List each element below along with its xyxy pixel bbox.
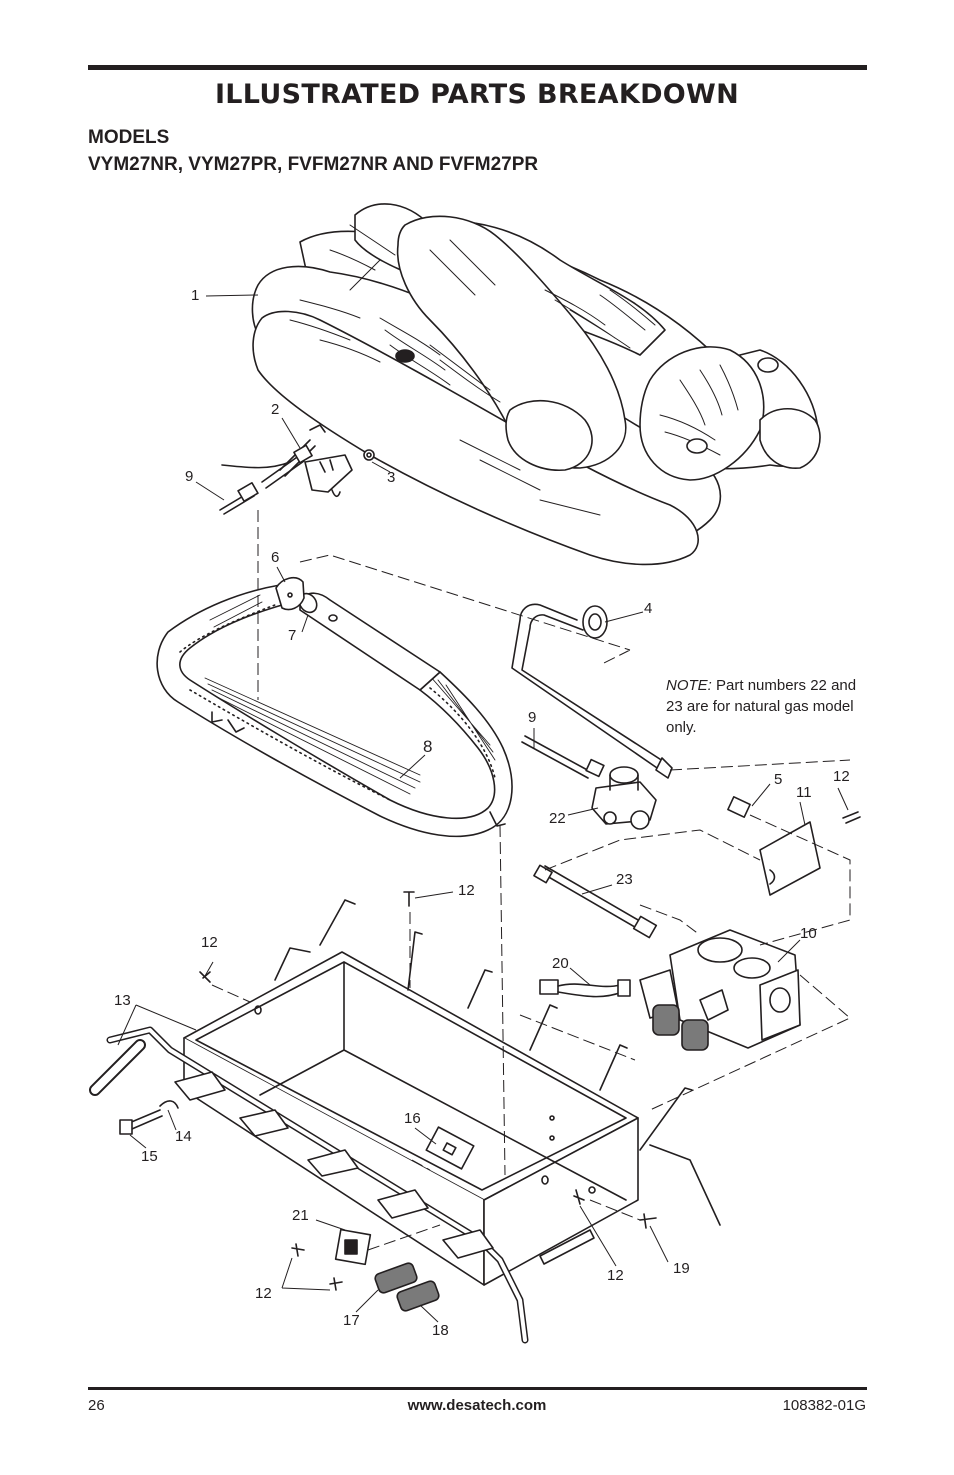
callout-label: 12 xyxy=(833,768,850,785)
page-title: ILLUSTRATED PARTS BREAKDOWN xyxy=(214,79,740,110)
callout-label: 16 xyxy=(404,1110,421,1127)
pilot-assembly-illustration xyxy=(219,424,375,515)
page-number: 26 xyxy=(88,1397,105,1414)
top-rule xyxy=(88,65,867,70)
callout-label: 6 xyxy=(271,549,279,566)
models-list: VYM27NR, VYM27PR, FVFM27NR AND FVFM27PR xyxy=(88,154,539,175)
callout-label: 19 xyxy=(673,1260,690,1277)
callout-label: 18 xyxy=(432,1322,449,1339)
callout-label: 17 xyxy=(343,1312,360,1329)
callout-label: 9 xyxy=(185,468,193,485)
callout-label: 10 xyxy=(800,925,817,942)
callout-label: 12 xyxy=(458,882,475,899)
callout-label: 13 xyxy=(114,992,131,1009)
callout-label: 12 xyxy=(607,1267,624,1284)
bracket-illustration xyxy=(759,811,861,896)
callout-label: 12 xyxy=(201,934,218,951)
wire-harness-illustration xyxy=(539,979,631,998)
website-link[interactable]: www.desatech.com xyxy=(407,1397,547,1414)
firebox-base-illustration xyxy=(89,899,721,1344)
bottom-rule xyxy=(88,1387,867,1390)
callout-label: 4 xyxy=(644,600,652,617)
log-set-illustration xyxy=(251,203,821,566)
callout-label: 14 xyxy=(175,1128,192,1145)
callout-label: 23 xyxy=(616,871,633,888)
callout-label: 9 xyxy=(528,709,536,726)
callout-label: 2 xyxy=(271,401,279,418)
callout-label: 11 xyxy=(796,784,812,801)
callout-label: 12 xyxy=(255,1285,272,1302)
natural-gas-note: NOTE: Part numbers 22 and 23 are for nat… xyxy=(666,675,876,738)
regulator-illustration xyxy=(521,735,658,939)
document-number: 108382-01G xyxy=(782,1397,866,1414)
callout-label: 22 xyxy=(549,810,566,827)
note-prefix: NOTE: xyxy=(666,677,712,694)
assembly-lines xyxy=(211,510,851,1251)
callout-label: 7 xyxy=(288,627,296,644)
note-text: Part numbers 22 and 23 are for natural g… xyxy=(666,677,857,736)
callout-label: 1 xyxy=(191,287,199,304)
callout-label: 15 xyxy=(141,1148,158,1165)
burner-illustration xyxy=(156,576,513,838)
callout-label: 3 xyxy=(387,469,395,486)
callout-leaders xyxy=(117,294,849,1323)
callout-labels: 1 2 3 9 6 7 4 8 9 5 12 11 22 23 12 12 10… xyxy=(114,287,850,1339)
models-heading-block: MODELS VYM27NR, VYM27PR, FVFM27NR AND FV… xyxy=(88,124,538,178)
callout-label: 8 xyxy=(423,737,432,756)
models-heading: MODELS xyxy=(88,127,170,148)
gas-valve-illustration xyxy=(639,929,801,1051)
callout-label: 20 xyxy=(552,955,569,972)
callout-label: 21 xyxy=(292,1207,309,1224)
small-parts-illustration xyxy=(119,891,657,1312)
callout-label: 5 xyxy=(774,771,782,788)
